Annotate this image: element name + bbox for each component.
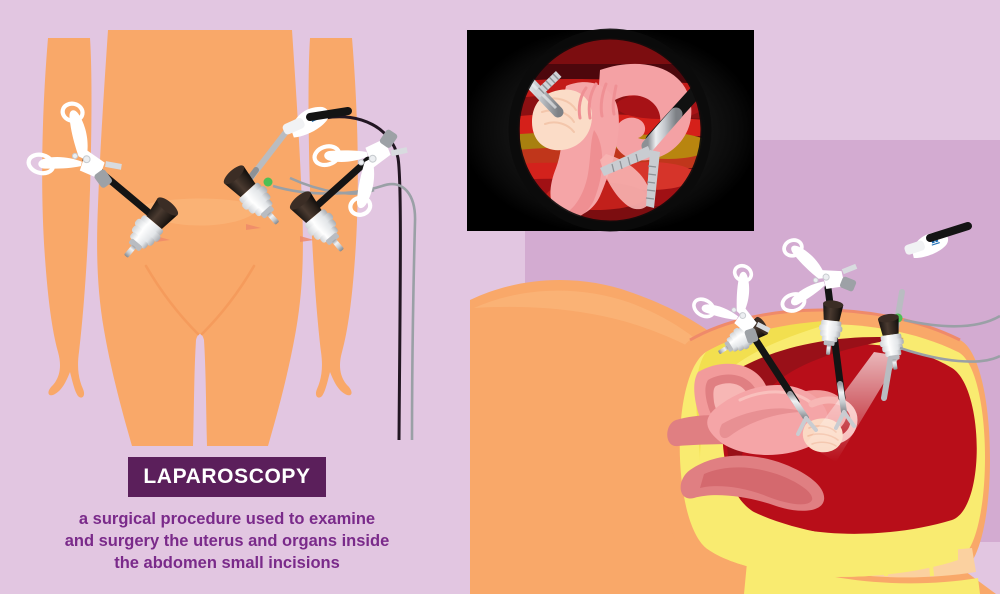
scope-forceps-lower [600,67,702,208]
grasper-shaft-2 [306,156,372,216]
xs-instrument-grasper-left [682,256,818,436]
groin-crease-right [200,264,256,336]
figure-cross-section [470,222,1000,594]
scope-rim [508,28,712,232]
xs-light-beam [806,352,900,462]
xs-cable-1 [903,314,1000,328]
torso [97,30,303,446]
fallopian-tube [596,63,692,161]
title-badge: LAPAROSCOPY [128,457,326,497]
instrument-grasper-right [285,101,425,260]
caption-line-1: a surgical procedure used to examine [78,510,376,528]
xs-rectum-inner [700,467,813,505]
xs-abdomen [659,308,990,594]
xs-cavity-shade [726,337,904,500]
xs-instrument-grasper-center [770,233,864,430]
xs-fat-bottom [706,506,958,577]
jaw-b [646,150,660,208]
xs-instrument-camera-scope [875,222,1000,401]
caption-line-2: and surgery the uterus and organs inside [64,532,390,550]
uterus-shade [558,130,603,220]
xs-cable-2 [899,346,1000,363]
endoscopic-view [467,28,754,232]
xs-skin-rim [689,308,961,342]
xs-uterus-highlight [738,390,812,404]
caption-line-3: the abdomen small incisions [114,554,340,572]
xs-scope-plug [926,222,972,242]
xs-thigh-highlight [474,290,726,368]
scope-cable-dark [324,115,402,441]
tube-fimbriae [577,82,618,120]
scope-light-port [263,177,273,187]
figure-body-front [16,30,425,446]
page-title: LAPAROSCOPY [143,465,311,488]
scope-cable-plug [306,107,352,121]
xs-fat-shade [696,320,842,462]
instrument-grasper-left [16,95,183,266]
caption-block: a surgical procedure used to examine and… [36,508,418,574]
right-arm [308,38,358,398]
leg-gap [193,334,207,446]
instrument-camera-scope [219,101,352,234]
xs-uterus-shade [719,408,804,439]
groin-crease-left [144,264,200,336]
